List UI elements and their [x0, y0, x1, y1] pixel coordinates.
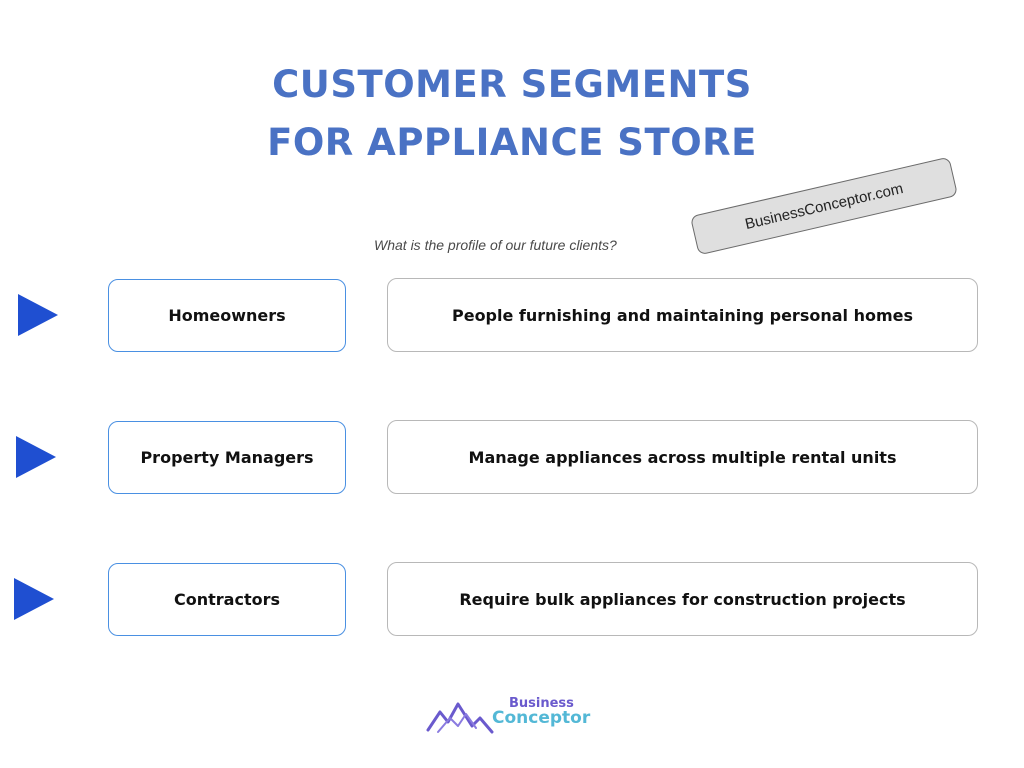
business-conceptor-logo: Business Conceptor [426, 694, 606, 734]
subtitle: What is the profile of our future client… [374, 237, 617, 253]
segment-description-contractors: Require bulk appliances for construction… [387, 562, 978, 636]
segment-description-property-managers: Manage appliances across multiple rental… [387, 420, 978, 494]
page-title-line-1: CUSTOMER SEGMENTS [272, 63, 752, 106]
page-title-line-2: FOR APPLIANCE STORE [267, 121, 757, 164]
triangle-right-icon [14, 578, 54, 620]
logo-business-text: Business [509, 696, 574, 711]
segment-box-property-managers: Property Managers [108, 421, 346, 494]
website-stamp-text: BusinessConceptor.com [743, 179, 905, 233]
segment-box-contractors: Contractors [108, 563, 346, 636]
segment-box-homeowners: Homeowners [108, 279, 346, 352]
segment-description-homeowners: People furnishing and maintaining person… [387, 278, 978, 352]
triangle-right-icon [18, 294, 58, 336]
mountain-logo-icon [426, 702, 494, 734]
website-stamp: BusinessConceptor.com [689, 156, 959, 256]
logo-conceptor-text: Conceptor [492, 708, 591, 728]
triangle-right-icon [16, 436, 56, 478]
